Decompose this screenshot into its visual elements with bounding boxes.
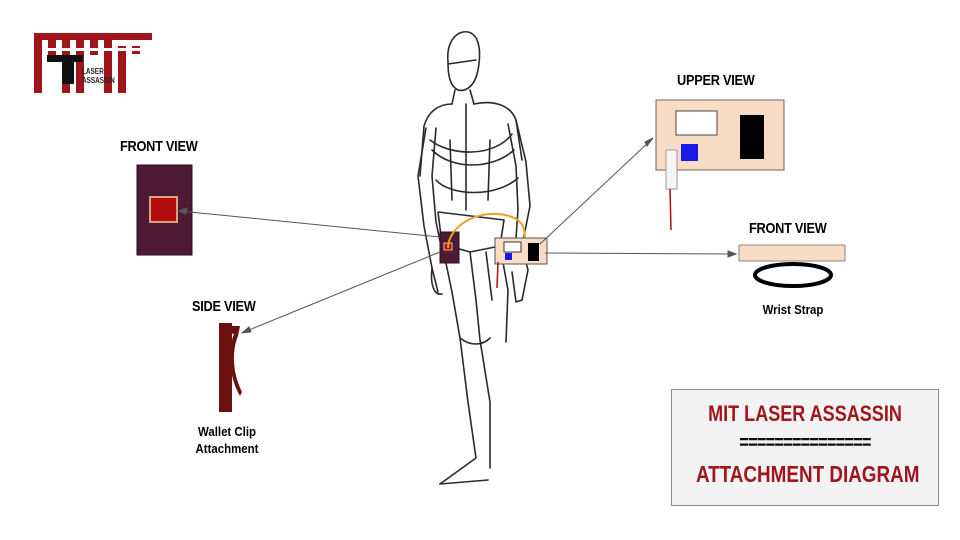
title-separator: ===============: [739, 432, 871, 454]
connecting-wire: [447, 212, 526, 249]
device-upper-view: [655, 99, 785, 231]
title-box: MIT LASER ASSASSIN =============== ATTAC…: [671, 389, 939, 506]
logo-text-line2: ASSASSIN: [82, 76, 115, 85]
logo-text: LASER ASSASSIN: [82, 67, 115, 85]
logo-text-line1: LASER: [82, 67, 104, 76]
device-front-view: [738, 244, 846, 262]
front-view-left-label: FRONT VIEW: [120, 138, 198, 155]
wallet-clip-caption-line2: Attachment: [195, 441, 259, 456]
wrist-strap-caption: Wrist Strap: [762, 302, 824, 317]
wallet-clip-caption: Wallet Clip Attachment: [187, 423, 266, 457]
wallet-clip-on-figure: [439, 231, 460, 264]
wallet-clip-side-view: [219, 323, 242, 412]
wallet-front-view: [136, 164, 193, 256]
leader-lines: [176, 137, 738, 334]
wallet-clip-caption-line1: Wallet Clip: [197, 424, 257, 439]
title-line-3: ATTACHMENT DIAGRAM: [695, 461, 920, 487]
side-view-label: SIDE VIEW: [192, 298, 256, 315]
human-figure-sketch: [417, 31, 531, 485]
wrist-strap-ring: [753, 262, 833, 288]
mit-logo: [34, 33, 152, 93]
upper-view-label: UPPER VIEW: [677, 72, 755, 89]
front-view-right-label: FRONT VIEW: [749, 220, 827, 237]
wrist-device-on-figure: [494, 237, 548, 289]
title-line-1: MIT LASER ASSASSIN: [708, 401, 902, 426]
